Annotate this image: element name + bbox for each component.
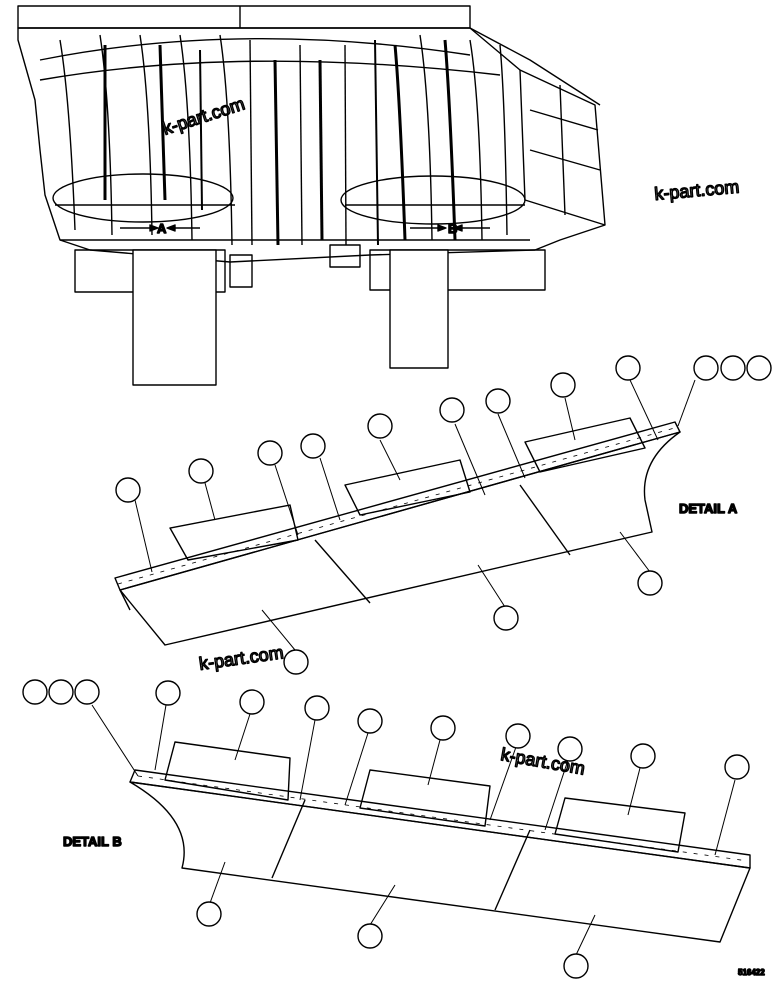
detail-a-view bbox=[114, 379, 696, 651]
arch-line bbox=[39, 37, 471, 61]
detail-a-edge bbox=[119, 589, 131, 611]
callout-balloon bbox=[74, 679, 100, 705]
callout-balloon bbox=[439, 397, 465, 423]
callout-balloon bbox=[563, 953, 589, 979]
arrow-b-head bbox=[437, 224, 447, 232]
arrow-a2-head bbox=[166, 224, 176, 232]
rib-group bbox=[59, 34, 508, 246]
side-rib bbox=[529, 109, 599, 131]
callout-balloon bbox=[557, 736, 583, 762]
callout-balloon bbox=[637, 570, 663, 596]
detail-b-pad-2 bbox=[359, 769, 491, 827]
callout-balloon bbox=[746, 355, 772, 381]
detail-b-view bbox=[91, 704, 751, 956]
detail-b-seam bbox=[494, 829, 531, 911]
callout-balloon bbox=[693, 355, 719, 381]
detail-a-strip bbox=[114, 421, 681, 591]
detail-b-ellipse bbox=[340, 175, 526, 225]
detail-a-seam bbox=[519, 484, 571, 556]
callout-balloon bbox=[357, 923, 383, 949]
callout-balloon bbox=[257, 440, 283, 466]
watermark: k-part.com bbox=[198, 642, 285, 674]
arch-line bbox=[39, 60, 501, 81]
callout-balloon bbox=[196, 901, 222, 927]
detail-b-pad-3 bbox=[554, 797, 686, 853]
side-rib bbox=[559, 84, 566, 216]
leg-center bbox=[329, 244, 361, 268]
detail-a-seam bbox=[314, 539, 371, 604]
callout-balloon bbox=[48, 679, 74, 705]
detail-b-leaders bbox=[91, 704, 736, 956]
detail-a-pad-3 bbox=[524, 417, 646, 473]
detail-b-plate bbox=[129, 781, 751, 943]
callout-balloon bbox=[430, 715, 456, 741]
callout-balloon bbox=[485, 388, 511, 414]
callout-balloon bbox=[357, 708, 383, 734]
leg-right bbox=[389, 249, 449, 369]
detail-a-title: DETAIL A bbox=[679, 501, 738, 516]
callout-balloon bbox=[155, 680, 181, 706]
callout-balloon bbox=[505, 723, 531, 749]
body-outline bbox=[17, 27, 606, 263]
detail-a-pad-1 bbox=[169, 504, 299, 561]
side-rib bbox=[529, 149, 601, 171]
watermark: k-part.com bbox=[160, 94, 247, 139]
callout-balloon bbox=[283, 649, 309, 675]
detail-b-seam bbox=[271, 799, 306, 879]
assembly-view bbox=[17, 5, 606, 386]
callout-balloon bbox=[493, 605, 519, 631]
callout-balloon bbox=[300, 433, 326, 459]
callout-balloon bbox=[115, 477, 141, 503]
callout-balloon bbox=[550, 372, 576, 398]
callout-balloon bbox=[188, 458, 214, 484]
watermark: k-part.com bbox=[654, 177, 740, 204]
arrow-b2-head bbox=[453, 224, 463, 232]
upper-edge bbox=[469, 27, 601, 106]
callout-balloon bbox=[304, 695, 330, 721]
callout-balloon bbox=[615, 355, 641, 381]
detail-b-bolts bbox=[137, 775, 749, 862]
top-rail bbox=[17, 5, 471, 29]
callout-balloon bbox=[724, 754, 750, 780]
detail-a-ellipse bbox=[52, 173, 234, 223]
detail-b-title: DETAIL B bbox=[63, 834, 122, 849]
detail-a-balloons bbox=[115, 355, 772, 675]
detail-a-bolts bbox=[117, 426, 679, 585]
leg-mid bbox=[229, 254, 253, 288]
drawing-number: 516422 bbox=[738, 968, 765, 977]
detail-b-pad-1 bbox=[164, 741, 291, 801]
callout-a-label: A bbox=[157, 221, 167, 236]
leg-left bbox=[132, 249, 217, 386]
callout-b-label: B bbox=[448, 221, 457, 236]
arrow-a-head bbox=[149, 224, 159, 232]
callout-balloon bbox=[22, 679, 48, 705]
detail-a-leaders bbox=[134, 379, 696, 651]
leg-base-right bbox=[369, 249, 546, 291]
callout-balloon bbox=[720, 355, 746, 381]
detail-a-pad-2 bbox=[344, 459, 471, 516]
detail-b-balloons bbox=[22, 679, 750, 979]
callout-balloon bbox=[367, 413, 393, 439]
callout-balloon bbox=[630, 743, 656, 769]
callout-balloon bbox=[239, 689, 265, 715]
detail-a-plate bbox=[119, 431, 681, 646]
